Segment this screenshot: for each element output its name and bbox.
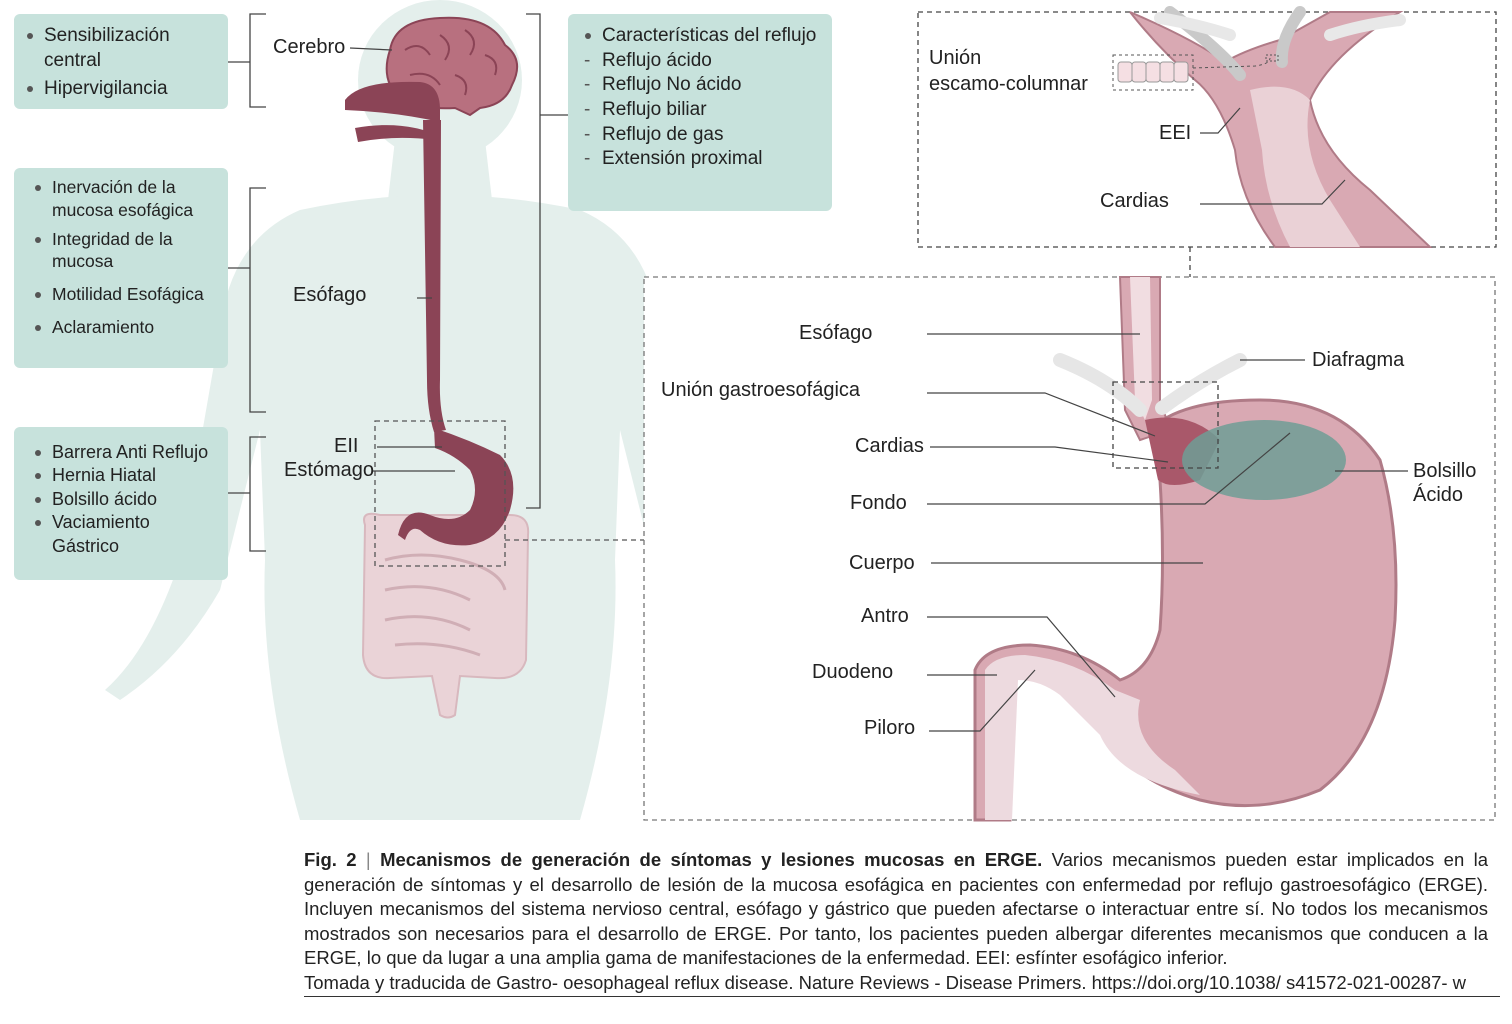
caption-source: Tomada y traducida de Gastro- oesophagea…: [304, 972, 1500, 997]
label-squamo-line1: Unión: [929, 47, 982, 69]
reflux-item: Reflujo ácido: [580, 49, 822, 74]
reflux-box: Características del reflujo Reflujo ácid…: [568, 14, 832, 211]
gastric-item: Barrera Anti Reflujo: [30, 441, 220, 464]
label-cardia: Cardias: [855, 435, 924, 457]
gastric-item: Bolsillo ácido: [30, 488, 220, 511]
stomach-zoom-box: [374, 420, 506, 567]
cns-item: Sensibilización central: [22, 24, 220, 73]
gastric-box: Barrera Anti Reflujo Hernia Hiatal Bolsi…: [14, 427, 228, 580]
gastric-item: Vaciamiento Gástrico: [30, 511, 220, 558]
reflux-item: Extensión proximal: [580, 147, 822, 172]
esophagus-item: Aclaramiento: [30, 316, 220, 339]
label-gej: Unión gastroesofágica: [661, 379, 861, 401]
esophagus-item: Motilidad Esofágica: [30, 283, 220, 306]
esophagus-item: Inervación de la mucosa esofágica: [30, 176, 220, 222]
caption-title: Mecanismos de generación de síntomas y l…: [380, 849, 1043, 870]
label-duodenum: Duodeno: [812, 661, 894, 683]
stomach-anatomy: [973, 276, 1398, 822]
reflux-item: Reflujo No ácido: [580, 73, 822, 98]
inset-anatomy: [1112, 6, 1433, 248]
label-body: Cuerpo: [849, 552, 915, 574]
label-lower-sphincter: EII: [334, 435, 359, 457]
reflux-item: Reflujo de gas: [580, 123, 822, 148]
label-acid-pocket-line1: Bolsillo: [1413, 460, 1477, 482]
label-antrum: Antro: [861, 605, 909, 627]
label-fundus: Fondo: [850, 492, 907, 514]
brackets: [228, 13, 568, 552]
figure-caption: Fig. 2 | Mecanismos de generación de sín…: [304, 849, 1489, 968]
cns-item: Hipervigilancia: [22, 77, 220, 102]
label-body-esophagus: Esófago: [293, 284, 367, 306]
reflux-title: Características del reflujo: [580, 24, 822, 49]
intestines: [361, 512, 530, 719]
body-leaders: [349, 47, 455, 472]
stomach-leaders: [927, 333, 1408, 732]
caption-fig-number: Fig. 2: [304, 849, 357, 870]
digestive-tract: [345, 81, 514, 546]
label-diaphragm: Diafragma: [1312, 349, 1405, 371]
label-pylorus: Piloro: [864, 717, 916, 739]
caption-text: Varios mecanismos pueden estar implicado…: [304, 849, 1489, 968]
reflux-item: Reflujo biliar: [580, 98, 822, 123]
esophagus-item: Integridad de la mucosa: [30, 228, 220, 274]
gastric-item: Hernia Hiatal: [30, 464, 220, 487]
cns-box: Sensibilización central Hipervigilancia: [14, 14, 228, 109]
label-esophagus: Esófago: [799, 322, 873, 344]
label-body-stomach: Estómago: [284, 459, 375, 481]
label-inset-cardia: Cardias: [1100, 190, 1169, 212]
esophagus-box: Inervación de la mucosa esofágica Integr…: [14, 168, 228, 368]
label-brain: Cerebro: [273, 36, 346, 58]
label-acid-pocket-line2: Ácido: [1413, 484, 1464, 506]
label-squamo-line2: escamo-columnar: [929, 73, 1088, 95]
label-les: EEI: [1159, 122, 1192, 144]
